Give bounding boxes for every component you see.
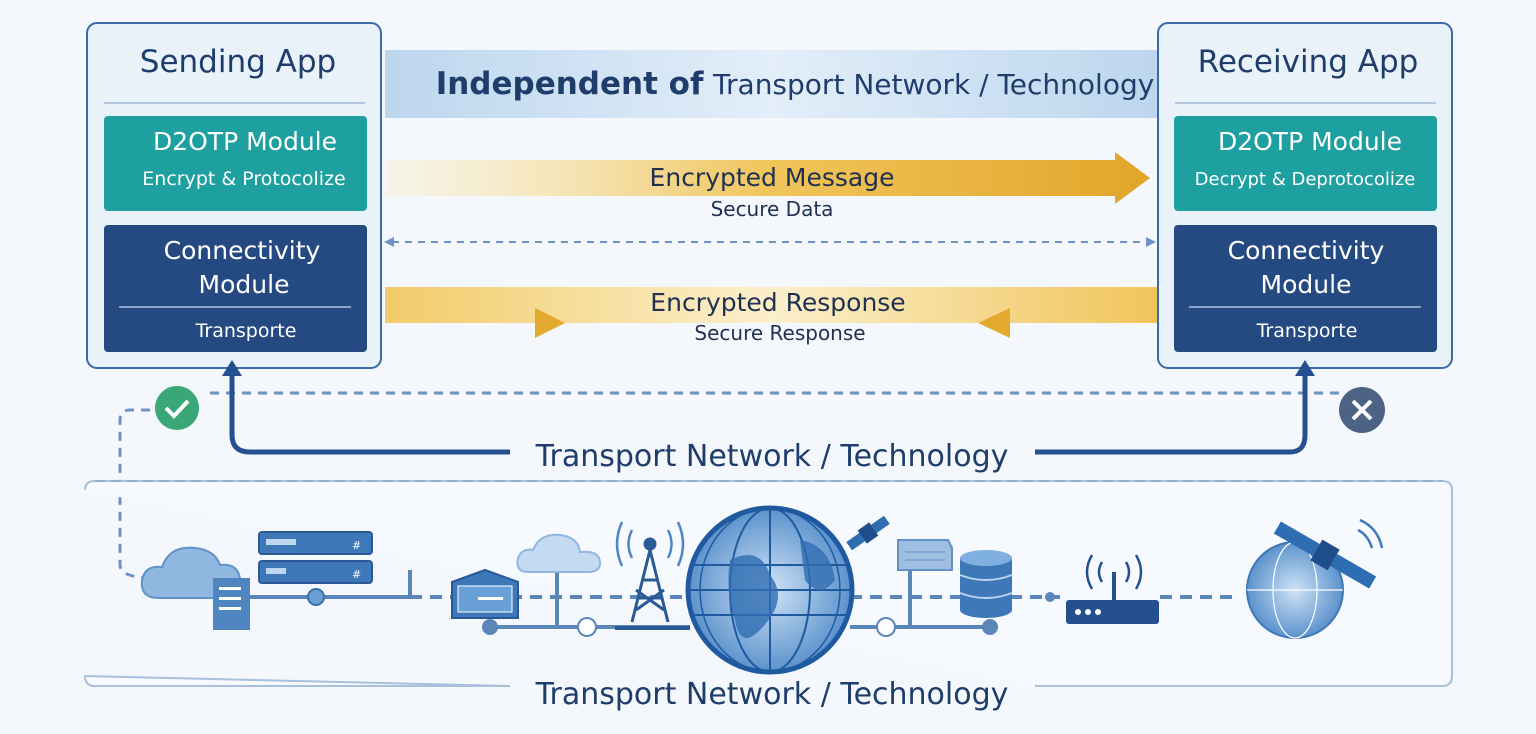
close-icon: [1339, 387, 1385, 433]
arrow-right-icon: [535, 308, 565, 338]
sending-app-title: Sending App: [140, 44, 336, 80]
d2otp-subtitle: Decrypt & Deprotocolize: [1195, 169, 1416, 190]
sending-app-panel: Sending App D2OTP Module Encrypt & Proto…: [86, 22, 382, 369]
arrowhead-right-icon: [1146, 237, 1156, 247]
d2otp-title: D2OTP Module: [153, 127, 337, 156]
cell-tower-icon: [615, 521, 690, 630]
connectivity-subtitle: Transporte: [1256, 320, 1358, 342]
d2otp-title: D2OTP Module: [1218, 127, 1402, 156]
transport-label: Transport Network / Technology: [535, 439, 1009, 474]
svg-text:#: #: [352, 568, 361, 581]
svg-text:#: #: [352, 539, 361, 552]
connectivity-module-send: [104, 225, 367, 352]
connectivity-title-1: Connectivity: [164, 236, 321, 265]
cloud-icon: [516, 533, 602, 573]
router-box-icon: [451, 568, 519, 619]
dashed-loop: [118, 391, 1340, 580]
database-icon: [959, 550, 1013, 618]
server-icon: ##: [258, 531, 373, 584]
response-title: Encrypted Response: [650, 288, 905, 317]
server-rack-icon: [213, 578, 250, 630]
arrowhead-left-icon: [384, 237, 394, 247]
satellite-icon: [846, 515, 890, 551]
independence-banner: [385, 50, 1158, 118]
receiving-app-title: Receiving App: [1198, 44, 1419, 80]
connectivity-title-2: Module: [1261, 270, 1352, 299]
wifi-router-icon: [1066, 554, 1159, 624]
connectivity-subtitle: Transporte: [195, 320, 297, 342]
connectivity-title-2: Module: [199, 270, 290, 299]
message-title: Encrypted Message: [650, 163, 895, 192]
d2otp-module-send: [104, 116, 367, 211]
network-label: Transport Network / Technology: [535, 677, 1009, 712]
d2otp-module-receive: [1174, 116, 1437, 211]
encrypted-response-band: [385, 287, 1158, 323]
check-icon: [155, 386, 199, 430]
encrypted-message-arrow: [385, 152, 1150, 204]
banner-text: Independent of Transport Network / Techn…: [436, 66, 1155, 102]
arrow-left-icon: [978, 308, 1010, 338]
d2otp-subtitle: Encrypt & Protocolize: [142, 168, 345, 190]
transport-arrow-left: [229, 372, 510, 455]
connectivity-title-1: Connectivity: [1228, 236, 1385, 265]
globe-satellite-icon: [1246, 518, 1384, 639]
network-device-icon: [897, 539, 953, 571]
connectivity-module-receive: [1174, 225, 1437, 352]
message-subtitle: Secure Data: [711, 197, 834, 221]
response-subtitle: Secure Response: [694, 321, 865, 345]
transport-arrow-right: [1035, 372, 1308, 455]
globe-icon: [685, 505, 855, 675]
cloud-icon: [140, 546, 250, 630]
receiving-app-panel: Receiving App D2OTP Module Decrypt & Dep…: [1157, 22, 1453, 369]
